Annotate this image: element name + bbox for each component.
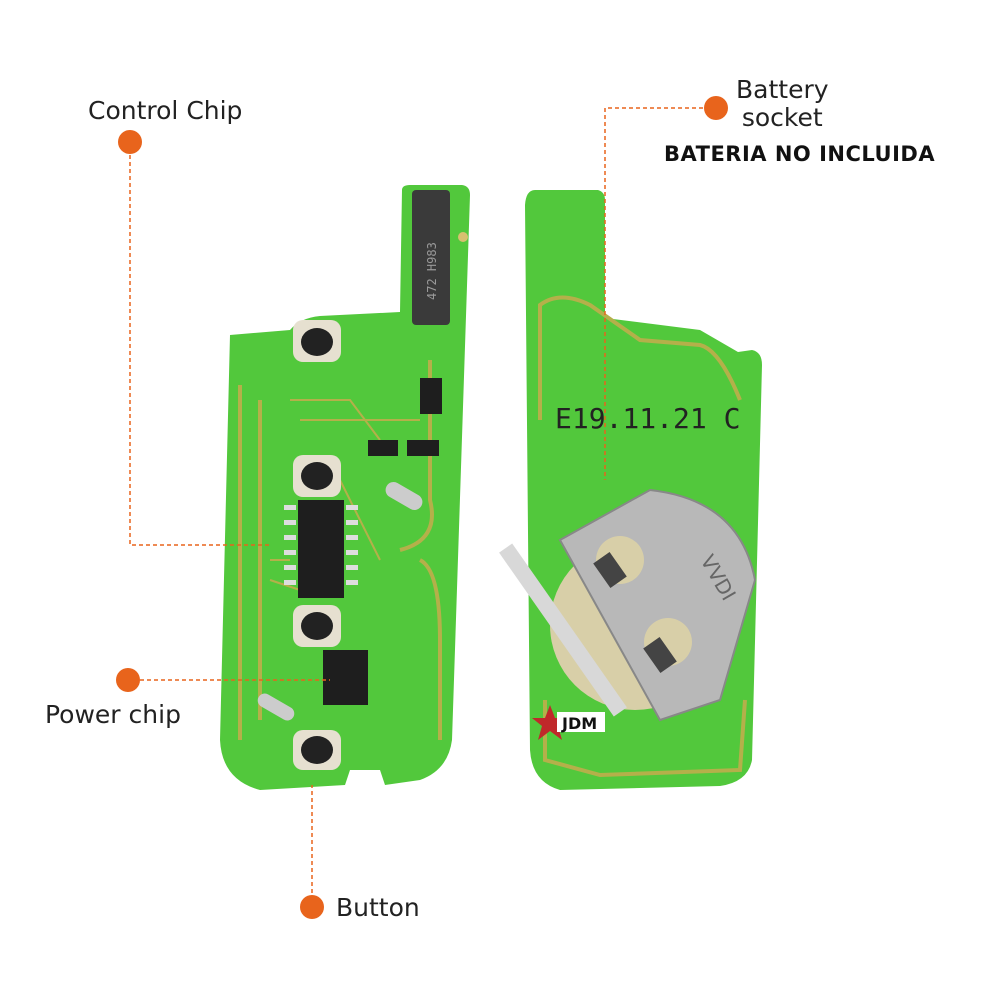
antenna-coil — [412, 190, 450, 325]
button-label: Button — [336, 893, 420, 922]
jdm-logo: JDM — [532, 705, 605, 740]
battery-socket-label-line2: socket — [741, 103, 823, 132]
leader-lines — [129, 107, 703, 893]
power-chip-marker — [116, 668, 140, 692]
control-chip — [298, 500, 344, 598]
antenna-marking: 472 H983 — [425, 242, 439, 300]
battery-socket-label: Battery socket — [736, 76, 829, 132]
date-code: E19.11.21 C — [555, 402, 740, 435]
svg-text:JDM: JDM — [561, 714, 597, 733]
back-pcb: E19.11.21 C VVDI JDM — [499, 190, 762, 790]
button-switch — [293, 320, 341, 770]
power-chip-label: Power chip — [45, 700, 181, 729]
front-pcb: 472 H983 — [220, 185, 470, 790]
button-marker — [300, 895, 324, 919]
battery-socket-label-line1: Battery — [736, 75, 829, 104]
control-chip-marker — [118, 130, 142, 154]
power-chip — [323, 650, 368, 705]
battery-note: BATERIA NO INCLUIDA — [664, 142, 936, 166]
battery-socket-marker — [704, 96, 728, 120]
control-chip-label: Control Chip — [88, 96, 243, 125]
